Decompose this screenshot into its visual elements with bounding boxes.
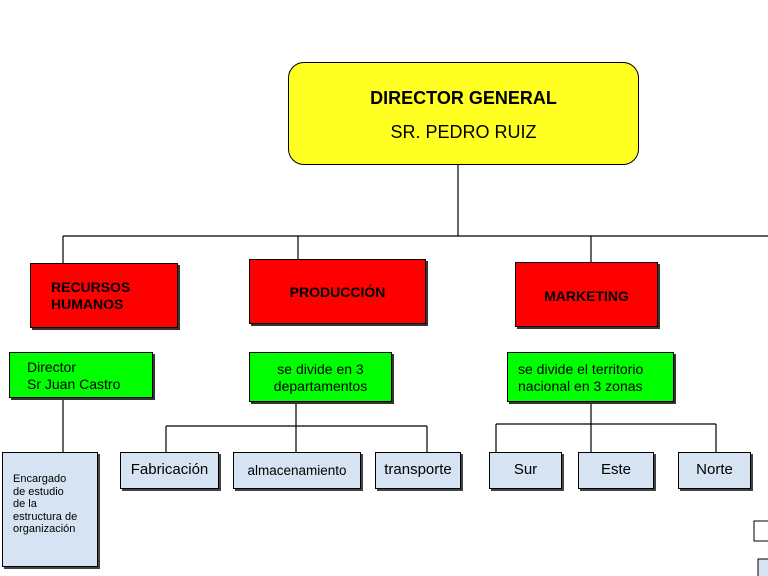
note-label: se divide el territorio nacional en 3 zo… <box>518 361 644 394</box>
dept-marketing: MARKETING <box>515 262 658 327</box>
unit-encargado: Encargado de estudio de la estructura de… <box>2 452 98 567</box>
dept-label: RECURSOS HUMANOS <box>51 279 131 312</box>
unit-label: Fabricación <box>130 461 209 478</box>
dept-label: PRODUCCIÓN <box>289 284 386 300</box>
director-general-box: DIRECTOR GENERAL SR. PEDRO RUIZ <box>288 62 639 165</box>
edge-box-1 <box>753 520 768 542</box>
unit-label: Sur <box>513 461 538 478</box>
director-title: DIRECTOR GENERAL <box>370 88 557 108</box>
unit-label: Norte <box>696 461 733 478</box>
note-label: se divide en 3 departamentos <box>273 361 368 394</box>
unit-label: transporte <box>384 461 452 478</box>
director-name: SR. PEDRO RUIZ <box>390 122 537 142</box>
unit-label: Este <box>600 461 631 478</box>
unit-este: Este <box>578 452 654 489</box>
note-recursos-humanos: Director Sr Juan Castro <box>9 352 153 398</box>
edge-box-2 <box>757 558 768 576</box>
unit-label: Encargado de estudio de la estructura de… <box>13 473 78 535</box>
note-marketing: se divide el territorio nacional en 3 zo… <box>507 352 674 402</box>
unit-label: almacenamiento <box>247 463 347 478</box>
unit-fabricacion: Fabricación <box>120 452 219 489</box>
unit-norte: Norte <box>678 452 751 489</box>
note-produccion: se divide en 3 departamentos <box>249 352 392 402</box>
dept-produccion: PRODUCCIÓN <box>249 259 426 324</box>
dept-label: MARKETING <box>544 288 629 304</box>
unit-sur: Sur <box>489 452 562 489</box>
unit-almacenamiento: almacenamiento <box>233 452 361 489</box>
note-label: Director Sr Juan Castro <box>27 359 121 392</box>
unit-transporte: transporte <box>375 452 461 489</box>
dept-recursos-humanos: RECURSOS HUMANOS <box>30 263 178 328</box>
